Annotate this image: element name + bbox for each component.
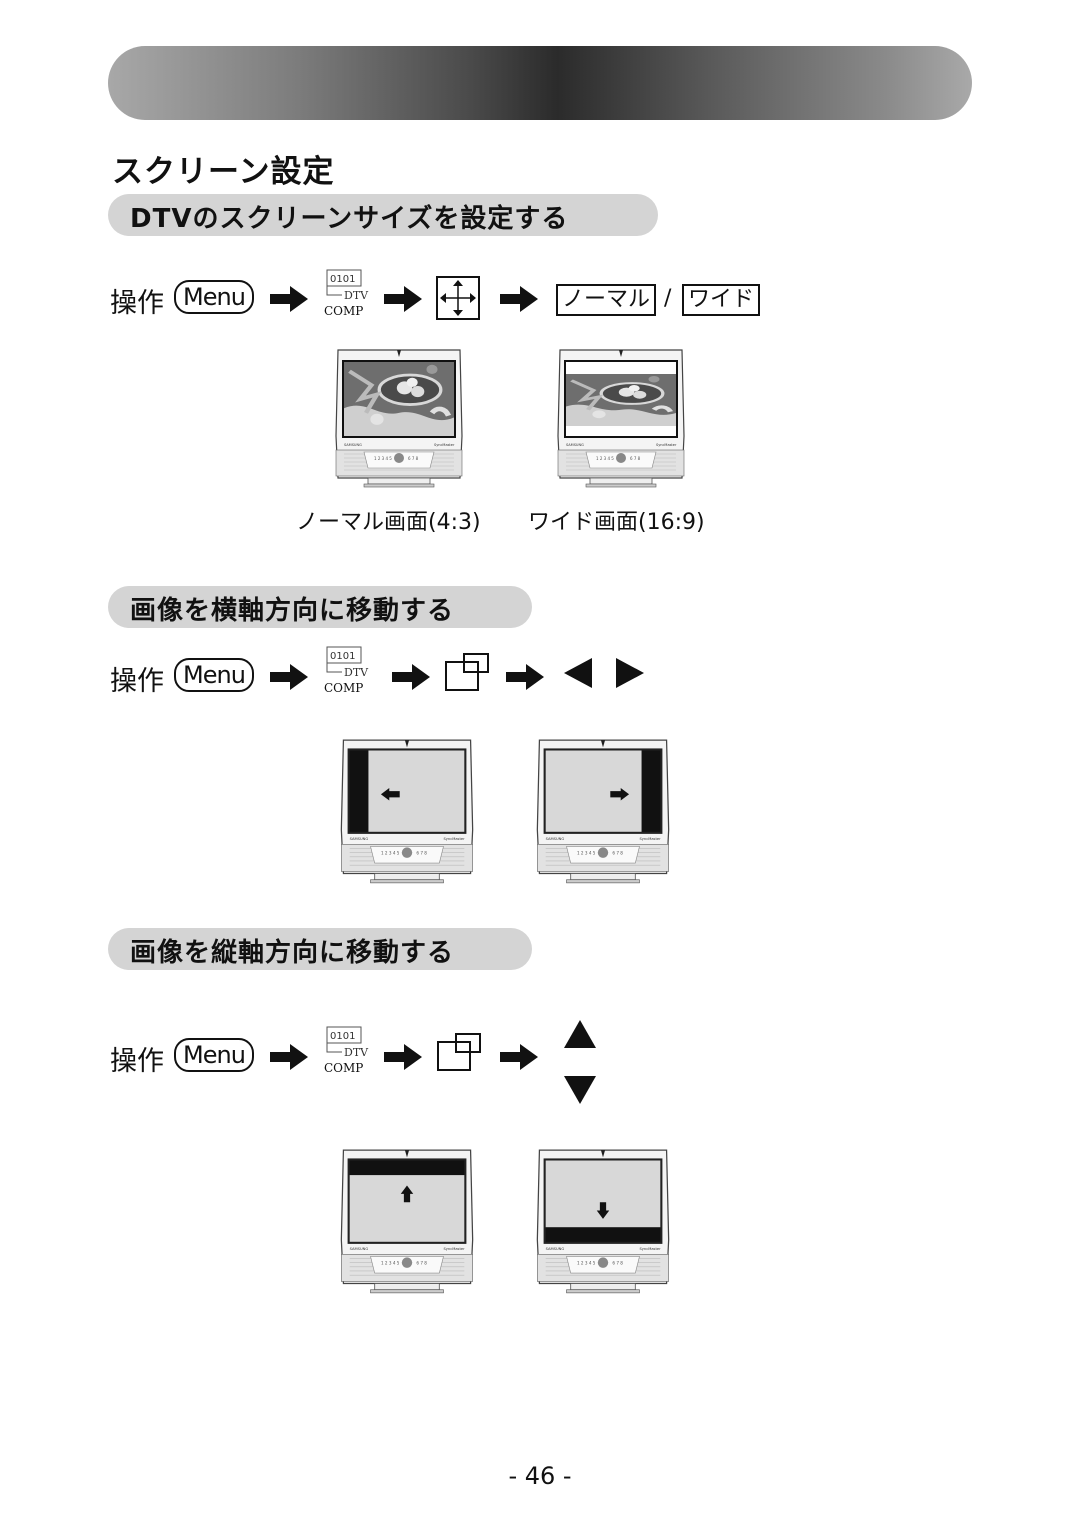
section-heading-text: 画像を横軸方向に移動する bbox=[130, 596, 455, 626]
right-arrow-icon bbox=[506, 664, 544, 690]
dtv-comp-icon[interactable] bbox=[324, 269, 376, 321]
caption-normal: ノーマル画面(4:3) bbox=[296, 510, 481, 535]
option-wide[interactable]: ワイド bbox=[682, 284, 761, 316]
right-arrow-icon bbox=[392, 664, 430, 690]
menu-button[interactable]: Menu bbox=[174, 658, 254, 692]
position-icon[interactable] bbox=[436, 1032, 482, 1072]
section-heading-horizontal: 画像を横軸方向に移動する bbox=[108, 586, 532, 628]
right-arrow-icon bbox=[270, 664, 308, 690]
operation-label: 操作 bbox=[110, 666, 164, 697]
section-heading-screen-size: DTVのスクリーンサイズを設定する bbox=[108, 194, 658, 236]
right-arrow-icon bbox=[500, 1044, 538, 1070]
move-cross-icon[interactable] bbox=[436, 276, 480, 320]
monitor-shift-right bbox=[534, 738, 672, 886]
section-heading-text: DTVのスクリーンサイズを設定する bbox=[130, 204, 569, 234]
monitor-shift-left bbox=[338, 738, 476, 886]
operation-label: 操作 bbox=[110, 1046, 164, 1077]
page-number: - 46 - bbox=[508, 1462, 572, 1490]
triangle-down-icon[interactable] bbox=[562, 1074, 598, 1106]
header-banner bbox=[108, 46, 972, 120]
right-arrow-icon bbox=[500, 286, 538, 312]
operation-label: 操作 bbox=[110, 288, 164, 319]
section-heading-vertical: 画像を縦軸方向に移動する bbox=[108, 928, 532, 970]
option-normal[interactable]: ノーマル bbox=[556, 284, 657, 316]
triangle-left-icon[interactable] bbox=[562, 656, 594, 690]
monitor-shift-down bbox=[534, 1148, 672, 1296]
monitor-wide-screen bbox=[556, 348, 686, 490]
right-arrow-icon bbox=[270, 1044, 308, 1070]
menu-button[interactable]: Menu bbox=[174, 1038, 254, 1072]
caption-wide: ワイド画面(16:9) bbox=[528, 510, 705, 535]
right-arrow-icon bbox=[270, 286, 308, 312]
menu-button[interactable]: Menu bbox=[174, 280, 254, 314]
right-arrow-icon bbox=[384, 1044, 422, 1070]
page-title: スクリーン設定 bbox=[112, 154, 335, 190]
triangle-up-icon[interactable] bbox=[562, 1018, 598, 1050]
monitor-normal-screen bbox=[334, 348, 464, 490]
monitor-shift-up bbox=[338, 1148, 476, 1296]
triangle-right-icon[interactable] bbox=[614, 656, 646, 690]
dtv-comp-icon[interactable] bbox=[324, 646, 376, 698]
position-icon[interactable] bbox=[444, 652, 490, 692]
dtv-comp-icon[interactable] bbox=[324, 1026, 376, 1078]
section-heading-text: 画像を縦軸方向に移動する bbox=[130, 938, 455, 968]
right-arrow-icon bbox=[384, 286, 422, 312]
option-separator: / bbox=[664, 286, 672, 311]
